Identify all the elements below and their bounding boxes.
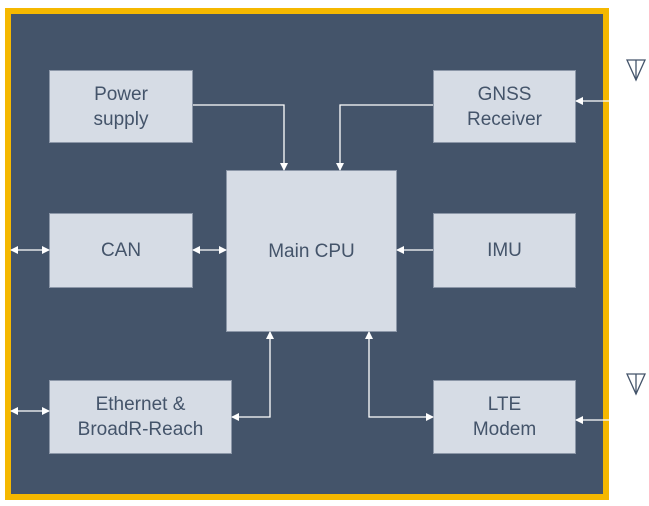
- antenna-icon: [625, 373, 647, 396]
- ethernet-label: Ethernet & BroadR-Reach: [77, 394, 204, 440]
- main-cpu-block: Main CPU: [226, 170, 397, 332]
- cpu-lte-link: [365, 331, 434, 421]
- power-supply-label: Power supply: [93, 83, 149, 130]
- power-to-cpu-arrow: [193, 104, 288, 171]
- antenna-icon: [625, 59, 647, 82]
- imu-block: IMU: [433, 213, 576, 288]
- can-label: CAN: [100, 240, 142, 261]
- gnss-antenna-feed: [575, 80, 637, 105]
- can-block: CAN: [49, 213, 193, 288]
- lte-modem-label: LTE Modem: [472, 394, 537, 440]
- ethernet-cpu-link: [231, 331, 274, 421]
- gnss-receiver-block: GNSS Receiver: [433, 70, 576, 143]
- lte-modem-block: LTE Modem: [433, 380, 576, 454]
- gnss-receiver-label: GNSS Receiver: [467, 83, 542, 130]
- ethernet-block: Ethernet & BroadR-Reach: [49, 380, 232, 454]
- main-cpu-label: Main CPU: [268, 240, 355, 262]
- gnss-to-cpu-arrow: [336, 104, 433, 171]
- power-supply-block: Power supply: [49, 70, 193, 143]
- imu-label: IMU: [487, 240, 522, 261]
- lte-antenna-link: [575, 392, 637, 424]
